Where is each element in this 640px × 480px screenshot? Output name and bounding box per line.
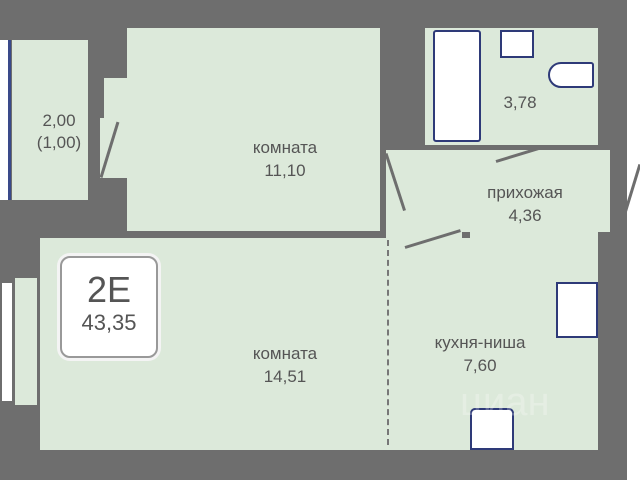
wall (100, 78, 104, 118)
zone-divider (387, 240, 389, 445)
balcony-area: 2,00 (42, 111, 76, 130)
room-label: комната (252, 344, 318, 363)
apartment-total-area: 43,35 (81, 310, 137, 335)
room-label: комната (252, 138, 318, 157)
kitchen-area: 7,60 (463, 356, 497, 375)
window-sill (15, 278, 37, 405)
stove-icon (470, 408, 514, 450)
room-hallway (386, 150, 610, 232)
apartment-type: 2E (86, 269, 132, 310)
passage (386, 232, 462, 242)
balcony-glazing (8, 40, 11, 200)
room-living-11 (127, 28, 380, 231)
wall (40, 232, 386, 238)
hallway-area: 4,36 (508, 206, 542, 225)
room-area: 11,10 (264, 161, 306, 180)
balcony-area-reduced: (1,00) (36, 133, 82, 152)
kitchen-sink-icon (556, 282, 598, 338)
exterior (627, 0, 640, 480)
sink-icon (500, 30, 534, 58)
hallway-label: прихожая (487, 183, 563, 202)
watermark: циан (460, 380, 550, 424)
bathtub-icon (433, 30, 481, 142)
toilet-icon (548, 62, 594, 88)
kitchen-label: кухня-ниша (434, 333, 526, 352)
room-balcony (12, 40, 88, 200)
window (2, 283, 12, 401)
balcony-window (0, 40, 8, 200)
bathroom-area: 3,78 (503, 93, 537, 112)
apartment-badge: 2E 43,35 (60, 256, 158, 358)
room-area: 14,51 (263, 367, 307, 386)
